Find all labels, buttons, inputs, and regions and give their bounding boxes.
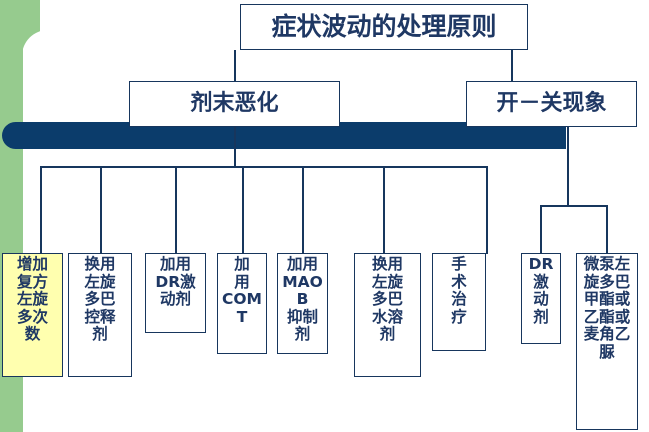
connector-title-to-left-branch (234, 50, 236, 81)
leaf-label-6: 换用 左旋 多巴 水溶 剂 (371, 255, 403, 343)
connector-drop-leaf-3 (175, 166, 177, 254)
leaf-label-7: 手 术 治 疗 (451, 255, 467, 326)
connector-left-branch-stem (234, 127, 236, 168)
leaf-box-switch-water-soluble-levodopa: 换用 左旋 多巴 水溶 剂 (354, 253, 421, 377)
branch-label-1: 剂末恶化 (190, 91, 279, 117)
leaf-label-5: 加用 MAOB 抑制 剂 (282, 255, 323, 343)
connector-right-branch-stem (567, 127, 569, 206)
connector-drop-leaf-9 (606, 205, 608, 254)
leaf-label-8: DR 激 动 剂 (528, 255, 554, 326)
leaf-label-2: 换用 左旋 多巴 控释 剂 (84, 255, 116, 343)
connector-drop-leaf-1 (40, 166, 42, 254)
leaf-box-dr-agonist: DR 激 动 剂 (521, 253, 561, 344)
leaf-label-9: 微泵左 旋多巴 甲酯或 乙酯或 麦角乙 脲 (583, 255, 631, 361)
leaf-label-1: 增加 复方 左旋 多次 数 (16, 255, 48, 343)
leaf-label-4: 加 用 COM T (222, 255, 262, 326)
chart-title-box: 症状波动的处理原则 (240, 4, 528, 50)
leaf-box-increase-levodopa-frequency: 增加 复方 左旋 多次 数 (2, 253, 63, 377)
leaf-label-3: 加用 DR激 动剂 (155, 255, 196, 308)
branch-box-end-of-dose-deterioration: 剂末恶化 (129, 81, 340, 127)
leaf-box-add-dr-agonist: 加用 DR激 动剂 (145, 253, 206, 333)
leaf-box-micropump-levodopa-esters: 微泵左 旋多巴 甲酯或 乙酯或 麦角乙 脲 (576, 253, 638, 430)
leaf-box-add-maob-inhibitor: 加用 MAOB 抑制 剂 (277, 253, 328, 354)
connector-drop-leaf-6 (383, 166, 385, 254)
connector-drop-leaf-2 (100, 166, 102, 254)
leaf-box-switch-controlled-release: 换用 左旋 多巴 控释 剂 (68, 253, 132, 377)
connector-left-branch-bus (40, 166, 488, 168)
leaf-box-surgical-treatment: 手 术 治 疗 (432, 253, 486, 351)
connector-drop-leaf-4 (242, 166, 244, 254)
connector-drop-leaf-7 (486, 166, 488, 254)
branch-box-on-off-phenomenon: 开－关现象 (466, 81, 637, 127)
branch-label-2: 开－关现象 (496, 91, 607, 117)
connector-title-to-right-branch (511, 50, 513, 81)
connector-drop-leaf-8 (540, 205, 542, 254)
connector-drop-leaf-5 (302, 166, 304, 254)
connector-right-branch-bus (540, 205, 608, 207)
leaf-box-add-comt: 加 用 COM T (217, 253, 267, 354)
chart-title-label: 症状波动的处理原则 (271, 12, 497, 42)
